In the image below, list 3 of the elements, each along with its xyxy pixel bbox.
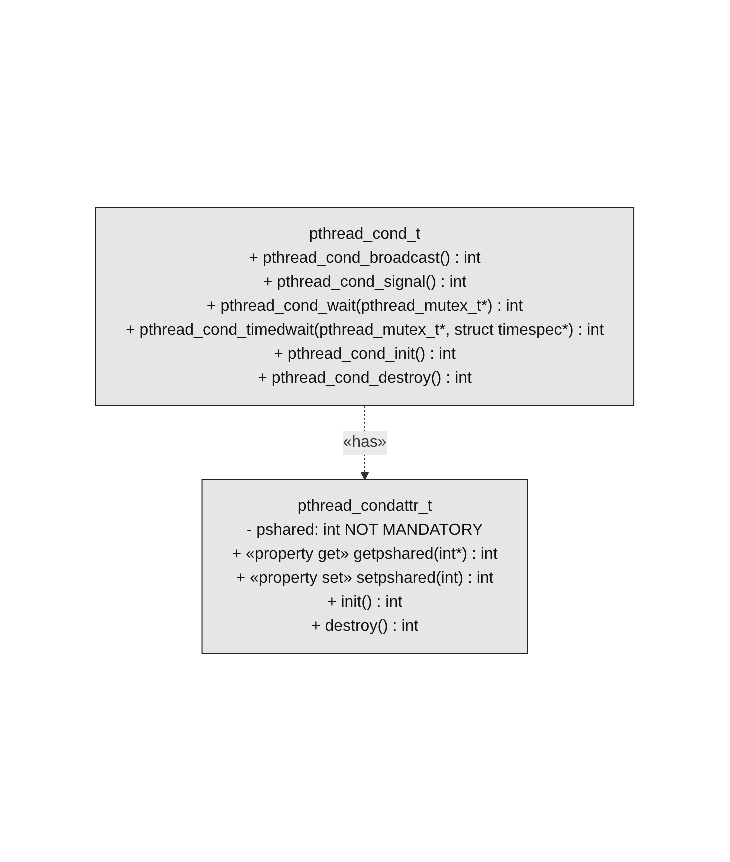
node-box: pthread_condattr_t - pshared: int NOT MANDATORY + «property get» getpshared(int*) : int + «property set» setpshared(int) : int + init() : int + destroy() : int bbox=[202, 480, 528, 654]
node-box: pthread_cond_t + pthread_cond_broadcast() : int + pthread_cond_signal() : int + pthread_cond_wait(pthread_mutex_t*) : int + pthread_cond_timedwait(pthread_mutex_t*, struct timespec*) : int + pthread_cond_init() : int + pthread_cond_destroy() : int bbox=[95, 208, 635, 406]
edge-label: «has» bbox=[343, 434, 387, 451]
